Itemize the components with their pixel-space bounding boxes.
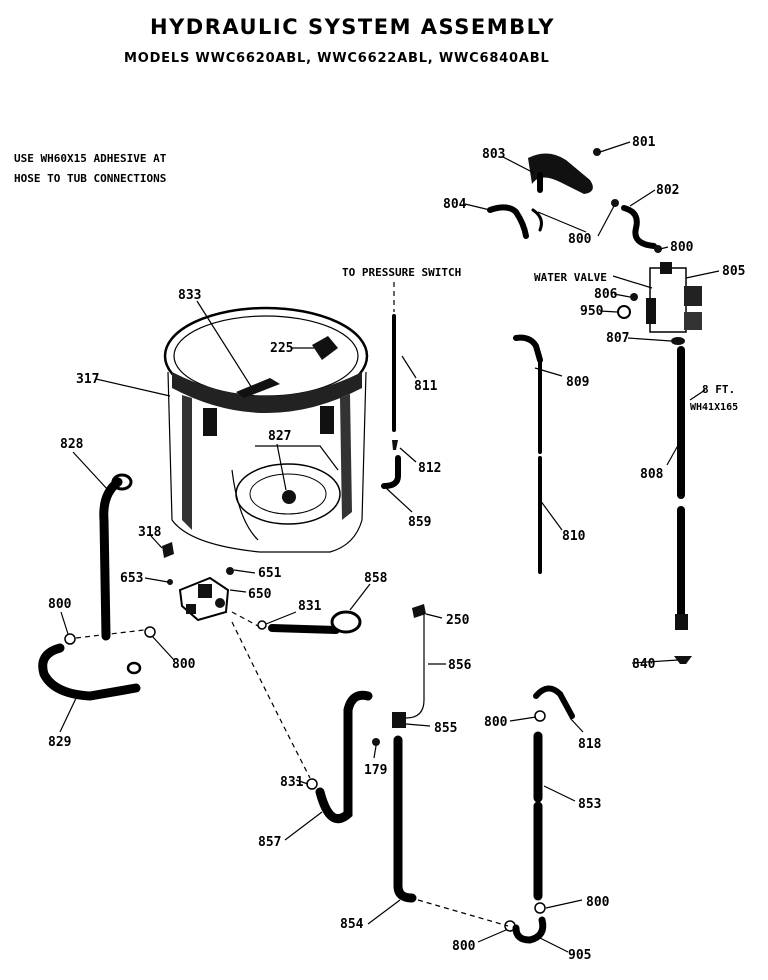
part-label-806: 806 [594,287,618,302]
part-label-829: 829 [48,735,71,750]
fill-hose-group [487,148,662,253]
diagram-title: HYDRAULIC SYSTEM ASSEMBLY [150,15,555,39]
part-label-225: 225 [270,341,293,356]
part-label-800-g: 800 [452,939,476,954]
part-label-831-a: 831 [298,599,322,614]
hose-828-829 [38,477,156,701]
part-label-800-a: 800 [568,232,592,247]
part-label-803: 803 [482,147,505,162]
hose-853 [504,685,575,944]
part-label-853: 853 [578,797,601,812]
part-label-857: 857 [258,835,281,850]
part-label-250: 250 [446,613,470,628]
part-label-828: 828 [60,437,84,452]
part-label-855: 855 [434,721,457,736]
part-label-809: 809 [566,375,589,390]
pressure-switch-note: TO PRESSURE SWITCH [342,266,461,279]
hose-857 [306,690,373,824]
adhesive-note-line1: USE WH60X15 ADHESIVE AT [14,152,167,165]
hose-length-note: 8 FT. [702,383,735,396]
inlet-hose-808 [674,346,692,664]
part-label-807: 807 [606,331,629,346]
part-label-653: 653 [120,571,143,586]
part-label-805: 805 [722,264,745,279]
part-label-800-e: 800 [484,715,508,730]
hose-854 [393,735,509,927]
part-label-800-c: 800 [48,597,72,612]
part-label-818: 818 [578,737,602,752]
part-label-650: 650 [248,587,272,602]
part-label-859: 859 [408,515,431,530]
part-label-808: 808 [640,467,664,482]
part-label-804: 804 [443,197,467,212]
tube-810 [513,334,543,574]
pressure-tube [381,282,401,489]
tube-856 [372,604,426,746]
part-label-802: 802 [656,183,679,198]
part-label-179: 179 [364,763,387,778]
part-label-833: 833 [178,288,201,303]
tub-assembly [111,306,369,553]
part-label-810: 810 [562,529,586,544]
water-valve [617,262,702,345]
part-labels: 801 803 804 802 800 800 805 806 950 807 … [48,135,745,963]
part-label-317: 317 [76,372,99,387]
leader-lines [59,141,720,953]
pump-assembly [162,542,311,779]
part-label-840: 840 [632,657,656,672]
models-subtitle: MODELS WWC6620ABL, WWC6622ABL, WWC6840AB… [124,51,550,66]
part-label-811: 811 [414,379,438,394]
part-label-800-f: 800 [586,895,610,910]
part-label-831-b: 831 [280,775,304,790]
part-label-651: 651 [258,566,282,581]
part-label-905: 905 [568,948,591,963]
hose-858 [257,610,362,634]
part-label-827: 827 [268,429,291,444]
part-label-800-b: 800 [670,240,694,255]
part-label-854: 854 [340,917,364,932]
part-label-800-d: 800 [172,657,196,672]
part-label-318: 318 [138,525,162,540]
adhesive-note-line2: HOSE TO TUB CONNECTIONS [14,172,166,185]
water-valve-label: WATER VALVE [534,271,607,284]
part-label-950: 950 [580,304,604,319]
part-label-858: 858 [364,571,388,586]
part-label-801: 801 [632,135,656,150]
hose-part-note: WH41X165 [690,402,738,413]
part-label-856: 856 [448,658,472,673]
part-label-812: 812 [418,461,441,476]
